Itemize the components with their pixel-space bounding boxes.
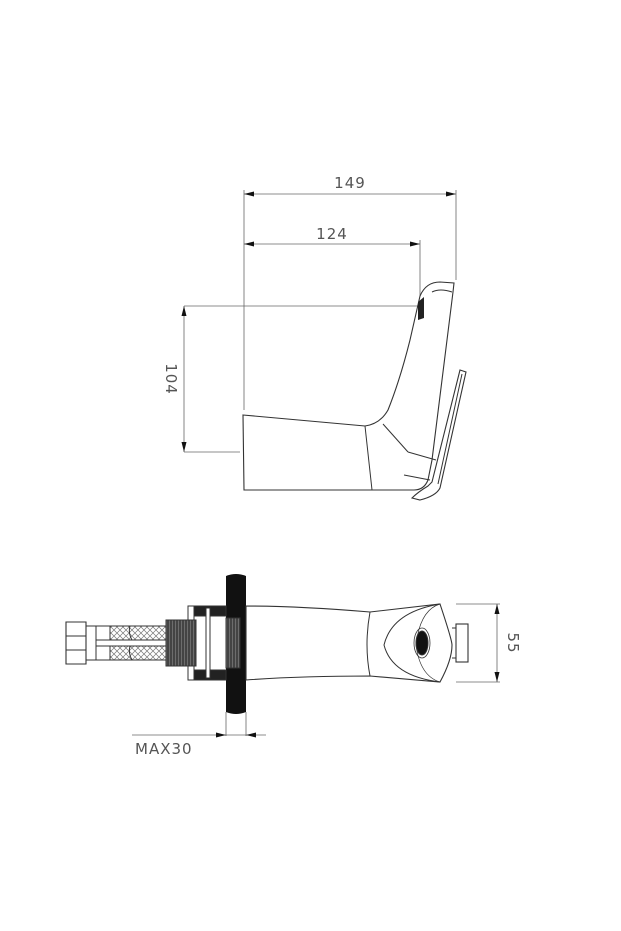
mounting-hardware <box>165 605 241 681</box>
top-view: 55 <box>65 574 522 758</box>
dimension-label-149: 149 <box>334 174 366 192</box>
dimension-label-104: 104 <box>162 363 180 395</box>
faucet-body-side <box>242 281 467 501</box>
dimension-124: 124 <box>244 225 421 300</box>
dimension-label-55: 55 <box>504 632 522 653</box>
side-view: 149 124 104 <box>162 174 467 501</box>
dimension-label-max30: MAX30 <box>135 740 193 758</box>
supply-hoses <box>65 621 167 665</box>
faucet-body-top <box>245 603 469 683</box>
dimension-55: 55 <box>456 603 522 683</box>
dimension-max30: MAX30 <box>132 712 266 758</box>
dimension-label-124: 124 <box>316 225 348 243</box>
dimension-104: 104 <box>162 305 418 453</box>
dimension-149: 149 <box>243 174 457 410</box>
